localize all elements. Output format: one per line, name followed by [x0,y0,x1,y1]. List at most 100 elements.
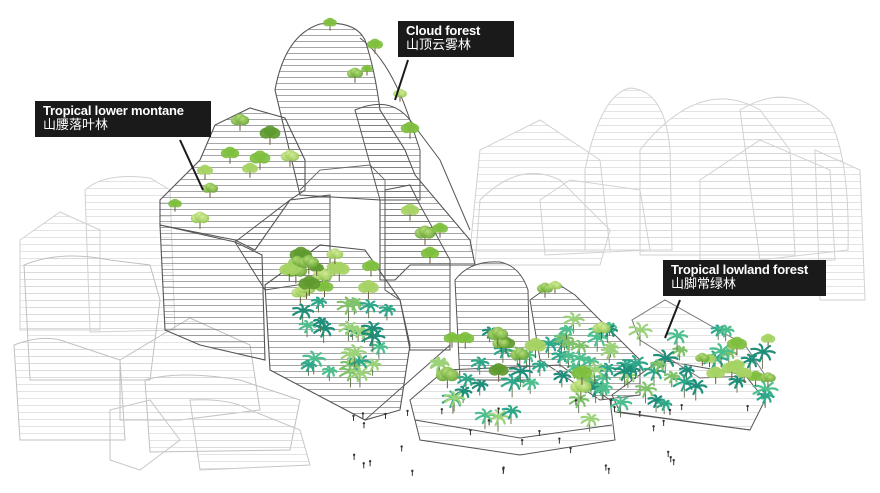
lower-montane-label-en: Tropical lower montane [43,103,184,118]
tree-icon [196,164,214,180]
person-icon [368,460,372,467]
person-icon [502,467,505,475]
person-icon [569,446,572,454]
palm-icon [359,299,379,319]
palm-icon [685,378,708,401]
person-icon [638,410,641,418]
person-icon [384,412,387,419]
tree-icon [548,280,562,294]
palm-icon [728,375,747,393]
palm-icon [717,324,735,342]
tree-icon [435,366,459,389]
palm-icon [559,325,575,340]
tree-icon [488,363,509,382]
palm-icon [487,409,510,432]
tree-icon [726,336,747,356]
palm-icon [298,320,317,338]
tree-icon [695,352,710,367]
lowland-forest-leader [664,299,681,339]
lower-montane-leader [179,139,204,191]
tree-icon [362,259,380,277]
tree-icon [747,370,764,387]
palm-icon [321,365,338,381]
person-icon [469,429,472,436]
tree-icon [280,149,300,167]
palm-icon [532,360,549,377]
palm-icon [292,303,315,326]
vegetation-layer [168,17,779,432]
tree-icon [420,246,440,264]
person-icon [400,445,403,452]
palm-icon [656,398,673,415]
person-icon [362,462,365,469]
palm-icon [650,359,667,376]
tree-icon [736,367,753,383]
tree-icon [510,347,530,366]
person-icon [487,419,491,426]
person-icon [352,414,355,421]
palm-icon [444,390,466,412]
palm-icon [756,390,775,408]
person-icon [361,412,365,419]
palm-icon [378,303,396,321]
palm-icon [361,328,386,353]
person-icon [680,403,683,411]
palm-icon [312,316,329,333]
palm-icon [652,349,679,376]
person-icon [440,408,444,415]
person-icon [558,437,561,444]
tree-icon [571,365,593,385]
person-icon [497,407,500,414]
palm-icon [522,377,539,394]
palm-icon [666,328,689,350]
palm-icon [430,356,450,375]
tree-icon [328,261,350,282]
palm-icon [360,320,384,344]
cloud-forest-label-zh: 山顶云雾林 [406,37,472,53]
palm-icon [343,344,367,367]
person-icon [607,467,610,474]
person-icon [406,409,409,416]
tree-icon [400,121,420,139]
tree-icon [358,279,379,300]
palm-icon [672,345,688,361]
palm-icon [500,373,525,398]
palm-icon [580,412,600,432]
lowland-forest-label-zh: 山脚常绿林 [671,276,737,292]
tree-icon [721,360,742,380]
palm-icon [349,366,372,388]
cloud-forest-label-en: Cloud forest [406,23,481,38]
palm-icon [310,296,328,313]
person-icon [672,458,675,466]
person-icon [668,408,672,416]
main-buildings [159,22,766,456]
person-icon [574,399,578,406]
lower-montane-label-zh: 山腰落叶林 [43,117,109,133]
palm-icon [635,381,658,404]
palm-icon [457,373,476,392]
tree-icon [312,267,333,287]
palm-icon [613,363,637,387]
palm-icon [553,370,572,388]
lowland-forest-callout: Tropical lowland forest 山脚常绿林 [663,260,826,297]
tree-icon [760,333,776,348]
palm-icon [663,371,681,388]
person-icon [746,405,749,412]
person-icon [411,469,414,476]
tree-icon [366,38,384,54]
tree-icon [524,337,547,359]
tree-icon [168,198,182,212]
person-icon [666,450,670,457]
tree-icon [326,248,344,264]
person-icon [609,399,613,406]
background-city [13,87,866,471]
tree-icon [190,211,210,229]
palm-icon [750,343,776,369]
tree-icon [346,67,364,83]
palm-icon [336,296,362,322]
tree-icon [431,222,449,238]
tree-icon [279,262,300,282]
person-icon [613,405,616,413]
tree-icon [570,379,592,400]
